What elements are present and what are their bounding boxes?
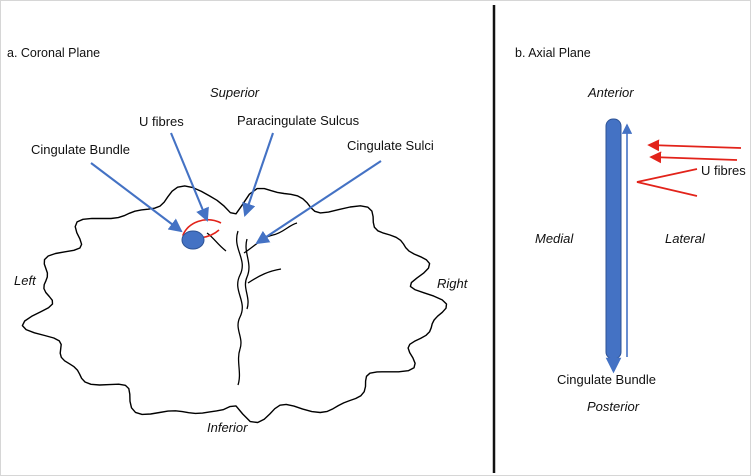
panel-b-title: b. Axial Plane	[515, 46, 591, 60]
label-cingulate-bundle-b: Cingulate Bundle	[557, 372, 657, 387]
u-fibre-fan	[636, 168, 698, 197]
label-right: Right	[437, 276, 468, 291]
panel-a-title: a. Coronal Plane	[7, 46, 101, 60]
u-fibres-arrow	[170, 132, 209, 222]
label-paracingulate-sulcus: Paracingulate Sulcus	[237, 113, 360, 128]
cingulate-sulcus-line	[244, 238, 250, 310]
label-lateral: Lateral	[665, 231, 705, 246]
label-anterior: Anterior	[588, 85, 634, 100]
midline-fissure-line	[236, 230, 243, 350]
label-u-fibres-a: U fibres	[139, 114, 184, 129]
brain-outline	[21, 185, 448, 424]
cingulate-bundle-dot	[181, 230, 205, 250]
cingulate-bundle-arrow	[90, 162, 183, 233]
cingulate-bundle-rod-group	[605, 118, 633, 374]
left-sulcus-line	[206, 232, 227, 252]
label-posterior: Posterior	[587, 399, 640, 414]
label-superior: Superior	[210, 85, 260, 100]
label-u-fibres-b: U fibres	[701, 163, 746, 178]
panel-b-u-fibres-group	[636, 139, 742, 197]
brain-interior-sulci	[206, 222, 298, 386]
inferior-fissure-line	[237, 348, 241, 386]
u-fibre-arrow-2	[649, 151, 738, 164]
label-inferior: Inferior	[207, 420, 248, 435]
label-cingulate-bundle-a: Cingulate Bundle	[31, 142, 131, 157]
label-medial: Medial	[535, 231, 574, 246]
cingulate-sulci-arrow	[255, 160, 382, 245]
paracingulate-sulcus-arrow	[242, 132, 274, 217]
label-left: Left	[14, 273, 36, 288]
panel-a-arrows	[90, 132, 382, 245]
label-cingulate-sulci: Cingulate Sulci	[347, 138, 434, 153]
sulcus-branch-line	[247, 268, 282, 284]
cingulate-bundle-rod	[605, 118, 622, 360]
u-fibre-arrow-1	[647, 139, 742, 152]
paracingulate-sulcus-line	[243, 222, 298, 254]
